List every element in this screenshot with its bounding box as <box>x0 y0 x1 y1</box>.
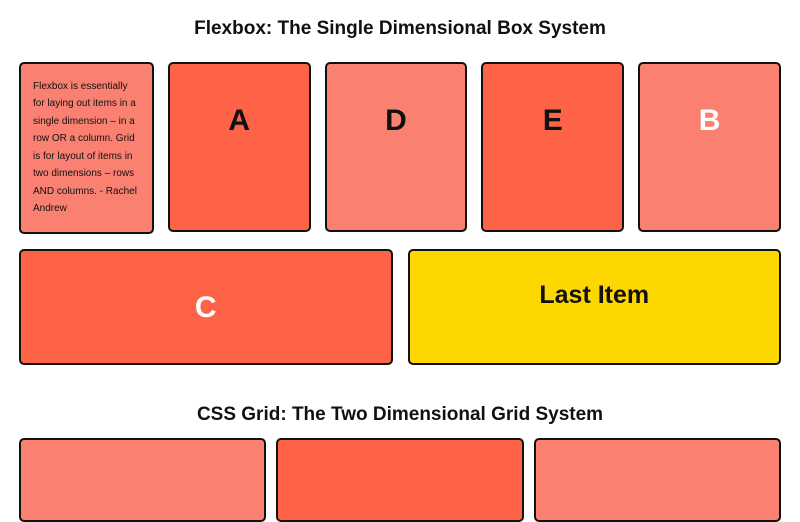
flex-item-b: B <box>638 61 781 232</box>
flexbox-section-title: Flexbox: The Single Dimensional Box Syst… <box>194 18 606 39</box>
grid-item-1 <box>19 438 267 522</box>
flex-item-last: Last Item <box>407 248 781 365</box>
flexbox-quote-text: Flexbox is essentially for laying out it… <box>33 80 137 215</box>
flex-item-c: C <box>19 248 393 365</box>
grid-section-title: CSS Grid: The Two Dimensional Grid Syste… <box>196 403 604 425</box>
flex-item-b-label: B <box>698 103 721 137</box>
flex-item-a-label: A <box>228 103 251 137</box>
flex-item-e: E <box>481 61 625 232</box>
flexbox-row-1: Flexbox is essentially for laying out it… <box>19 61 781 234</box>
grid-item-3 <box>533 438 781 522</box>
flex-item-a: A <box>167 61 311 232</box>
flex-item-d: D <box>324 61 468 232</box>
flex-item-c-label: C <box>194 290 217 324</box>
page-container: Flexbox: The Single Dimensional Box Syst… <box>0 16 800 522</box>
grid-item-2 <box>276 438 524 522</box>
flex-item-d-label: D <box>385 103 407 137</box>
flex-item-quote: Flexbox is essentially for laying out it… <box>19 61 154 234</box>
flex-item-last-label: Last Item <box>539 280 650 309</box>
flexbox-row-2: C Last Item <box>19 248 781 365</box>
grid-row-1 <box>19 438 781 522</box>
flex-item-e-label: E <box>542 103 563 137</box>
